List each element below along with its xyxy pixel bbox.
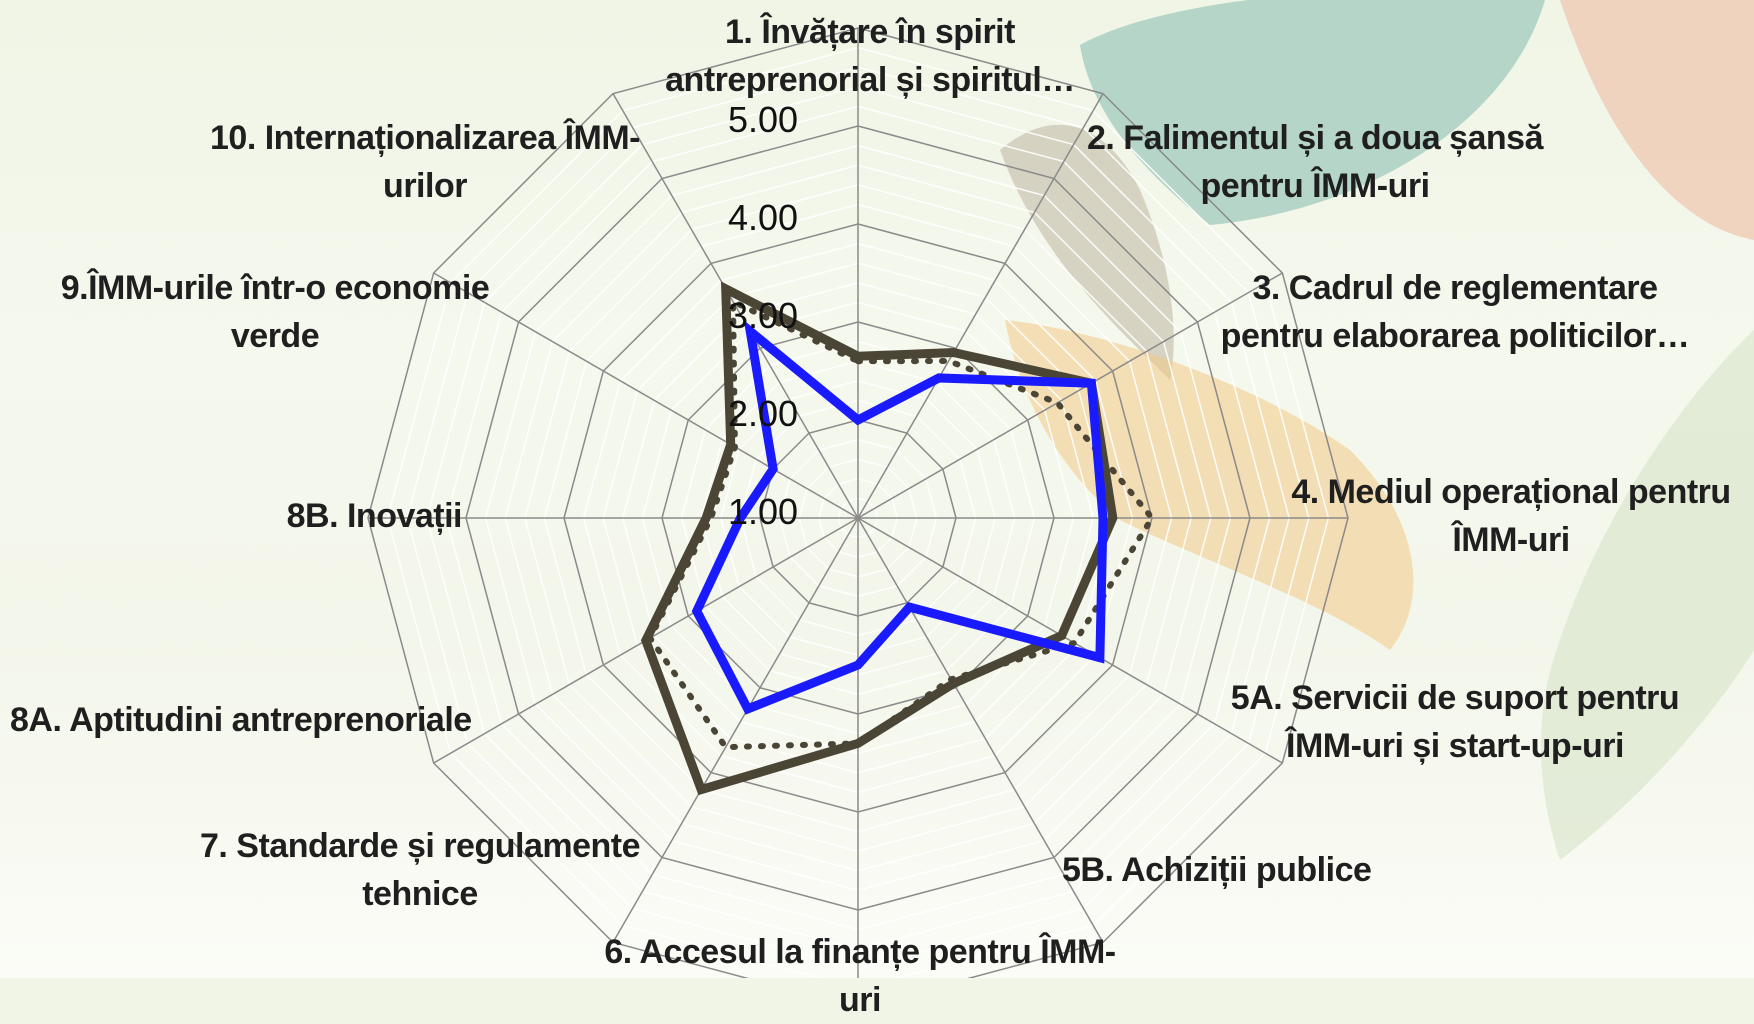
axis-label-1: 1. Învățare în spirit antreprenorial și … — [665, 13, 1075, 99]
radar-series — [640, 281, 1156, 796]
orange-leaf-shape — [1005, 320, 1414, 650]
axis-label-3: 3. Cadrul de reglementare pentru elabora… — [1220, 269, 1690, 355]
axis-label-2: 2. Falimentul și a doua șansă pentru ÎMM… — [1087, 119, 1544, 205]
axis-spoke-5 — [857, 517, 1283, 764]
axis-label-8a: 8A. Aptitudini antreprenoriale — [10, 701, 472, 739]
axis-label-8b: 8B. Inovații — [286, 497, 463, 535]
tick-label-5: 5.00 — [728, 99, 799, 140]
radar-plot — [367, 0, 1754, 978]
tick-label-1: 1.00 — [728, 491, 799, 532]
tick-label-2: 2.00 — [728, 393, 799, 434]
axis-spoke-3 — [857, 272, 1283, 519]
axis-spoke-11 — [433, 272, 859, 519]
axis-label-5a: 5A. Servicii de suport pentru ÎMM-uri și… — [1230, 679, 1680, 765]
axis-label-9: 9.ÎMM-urile într-o economie verde — [60, 269, 490, 355]
radar-chart: 5.00 4.00 3.00 2.00 1.00 1. Învățare în … — [10, 0, 1754, 1019]
teal-leaf-shape — [1080, 0, 1545, 225]
grey-leaf-shape — [1000, 124, 1174, 380]
tick-label-4: 4.00 — [728, 197, 799, 238]
axis-label-10: 10. Internaționalizarea ÎMM-urilor — [210, 119, 641, 205]
peach-leaf-shape — [1560, 0, 1754, 240]
axis-spoke-8 — [612, 517, 859, 943]
axis-spoke-2 — [857, 93, 1104, 519]
axis-label-7: 7. Standarde și regulamente tehnice — [200, 827, 641, 913]
background-decoration — [1000, 0, 1754, 860]
axis-spoke-6 — [857, 517, 1104, 943]
series-line-1 — [691, 320, 1108, 715]
axis-label-6: 6. Accesul la finanțe pentru ÎMM-uri — [604, 933, 1116, 1019]
axis-label-5b: 5B. Achiziții publice — [1062, 851, 1372, 889]
axis-label-4: 4. Mediul operațional pentru ÎMM-uri — [1291, 473, 1731, 559]
green-leaf-shape — [1541, 330, 1754, 860]
tick-label-3: 3.00 — [728, 295, 799, 336]
